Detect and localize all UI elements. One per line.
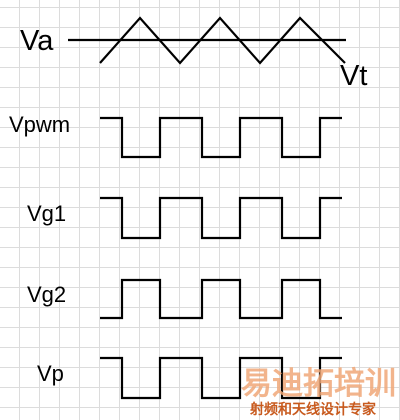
- watermark-brand: 易迪拓培训: [241, 366, 396, 402]
- vg2-waveform: [100, 278, 342, 320]
- vpwm-waveform: [100, 116, 342, 159]
- label-vg2: Vg2: [27, 282, 66, 307]
- vg1-waveform: [100, 196, 342, 240]
- vp-waveform: [100, 356, 342, 400]
- watermark-tagline: 射频和天线设计专家: [249, 401, 377, 418]
- label-vt: Vt: [340, 60, 367, 92]
- label-vg1: Vg1: [27, 201, 66, 226]
- label-vpwm: Vpwm: [9, 112, 70, 137]
- vt-triangle-wave: [99, 16, 346, 65]
- label-va: Va: [20, 25, 54, 57]
- label-vp: Vp: [37, 361, 64, 386]
